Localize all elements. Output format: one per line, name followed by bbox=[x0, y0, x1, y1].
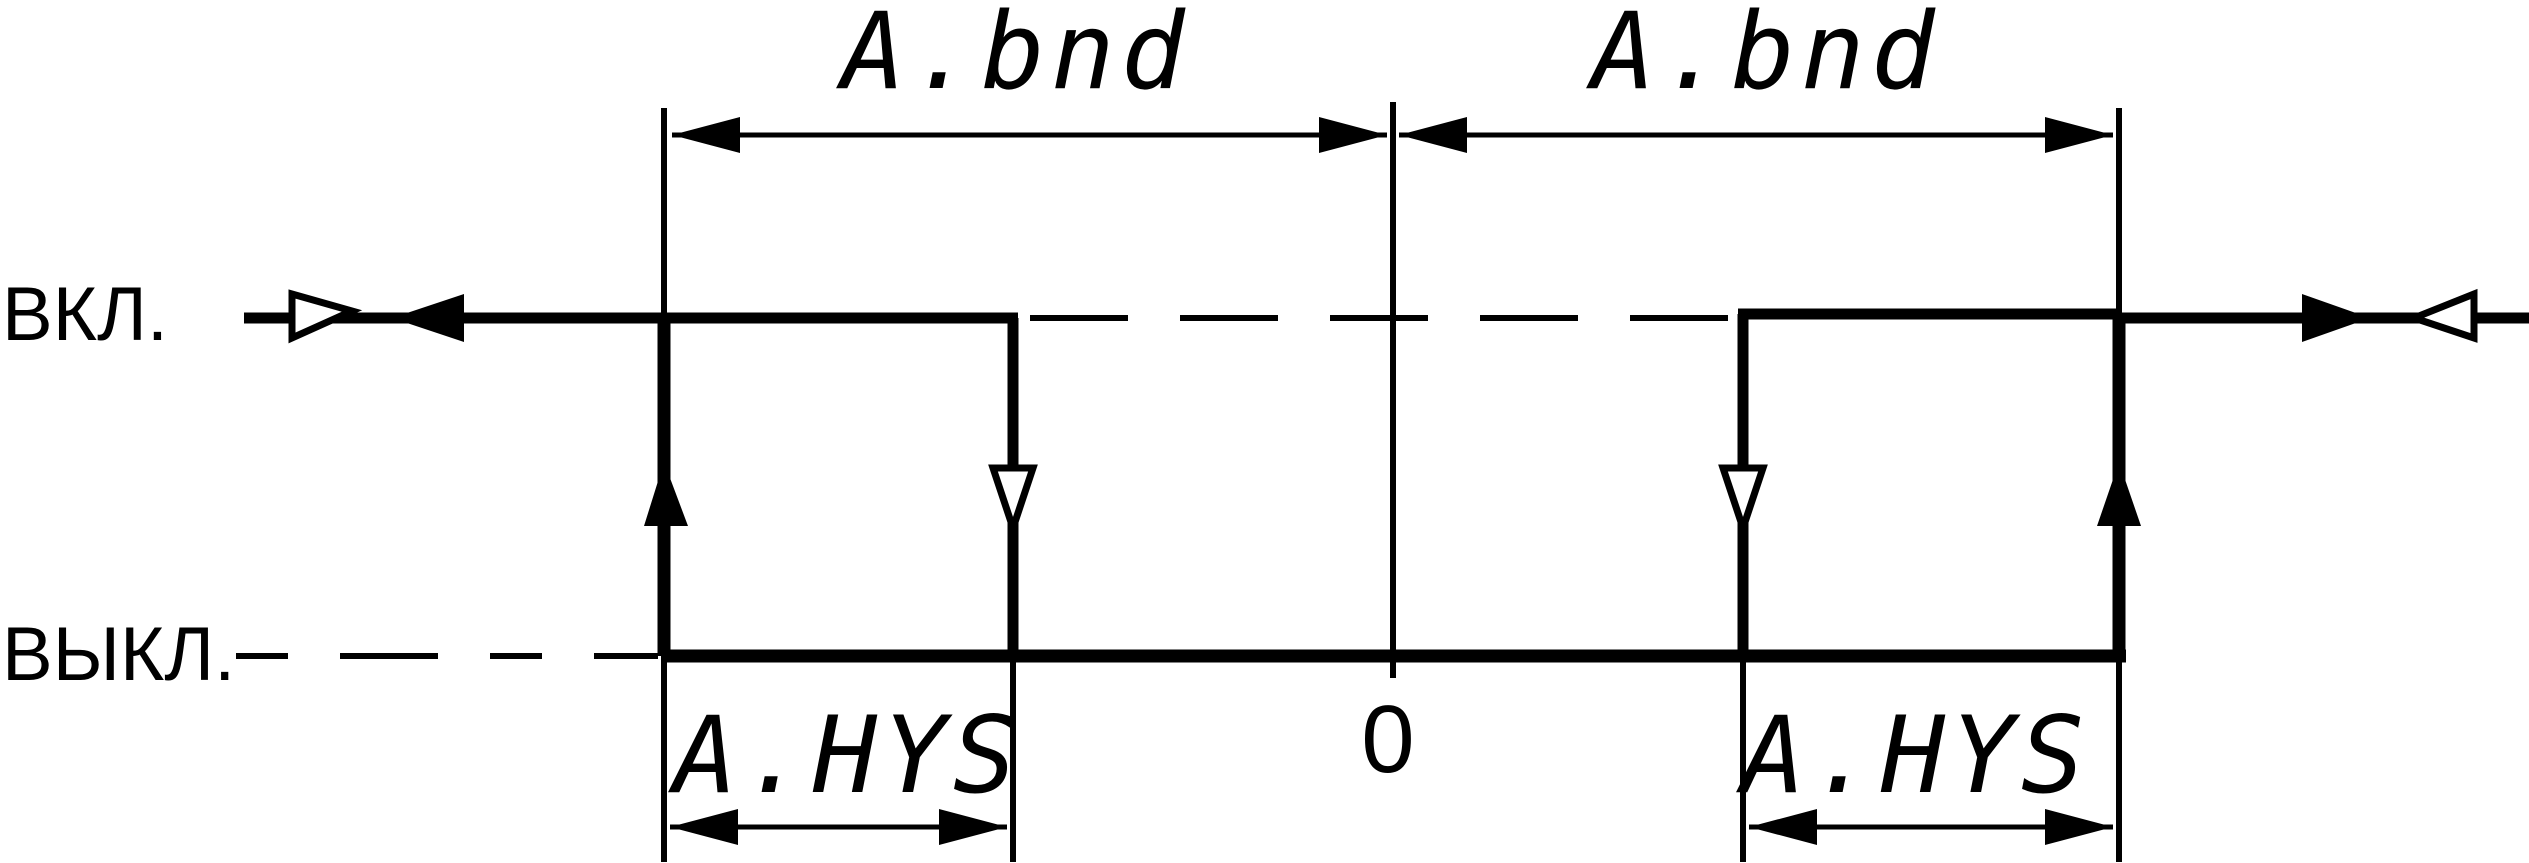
state-on-label: ВКЛ. bbox=[2, 272, 168, 357]
arrow-down-outline-right-icon bbox=[1718, 464, 1768, 540]
arrow-outline-left-icon bbox=[2403, 288, 2478, 343]
band-label-right: A.bnd bbox=[1585, 0, 1940, 113]
hysteresis-label-right: A.HYS bbox=[1735, 694, 2090, 817]
arrow-outline-right-icon bbox=[288, 289, 363, 344]
band-label-left: A.bnd bbox=[835, 0, 1190, 113]
arrow-up-filled-right-icon bbox=[2097, 462, 2141, 526]
arrow-filled-left-icon bbox=[392, 294, 464, 342]
arrow-down-outline-left-icon bbox=[988, 464, 1038, 540]
arrow-up-filled-left-icon bbox=[644, 462, 688, 526]
center-zero-label: 0 bbox=[1361, 686, 1414, 793]
hysteresis-label-left: A.HYS bbox=[667, 694, 1022, 817]
arrow-filled-right-icon bbox=[2302, 294, 2370, 342]
state-off-label: ВЫКЛ. bbox=[2, 612, 235, 697]
